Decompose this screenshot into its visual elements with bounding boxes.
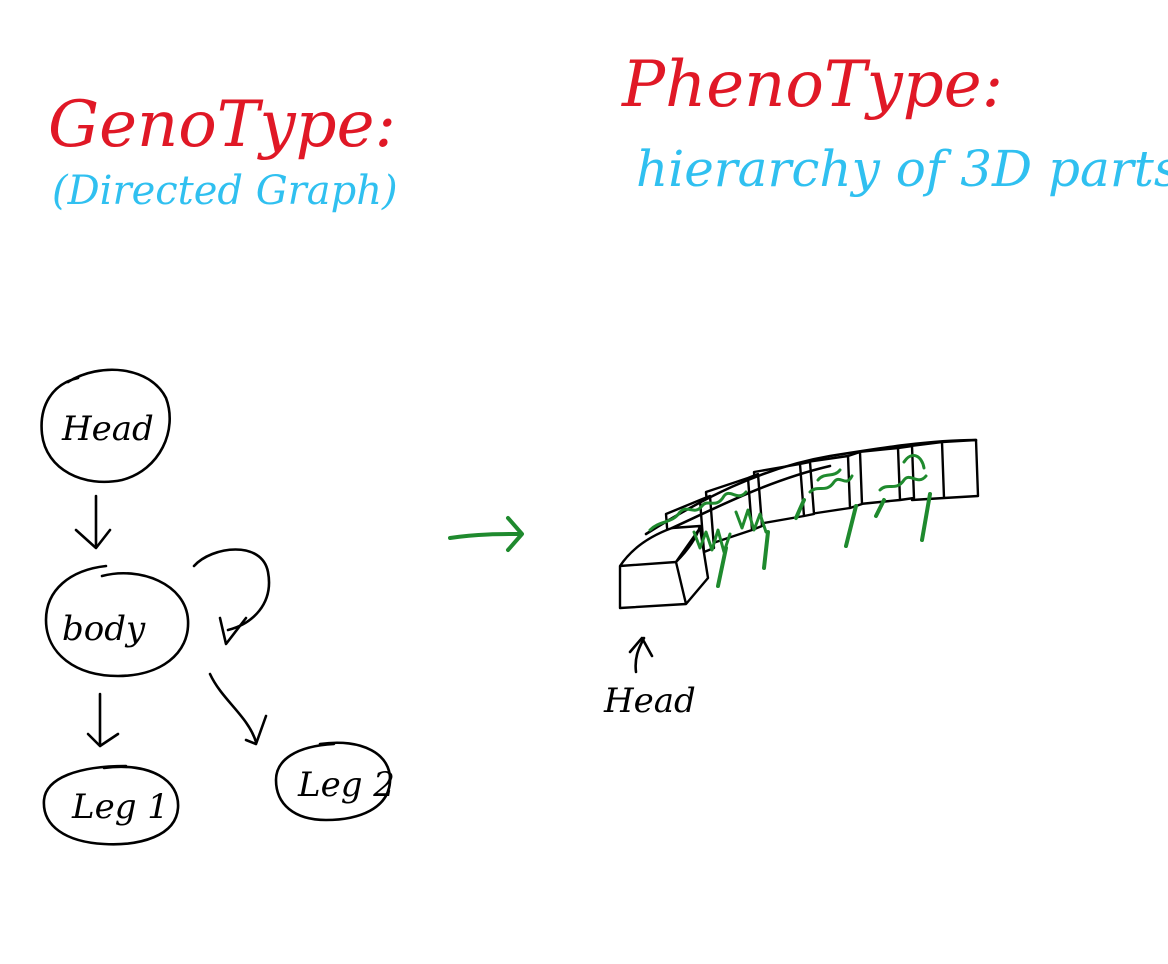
node-body: body — [44, 564, 190, 678]
edge-body-leg1 — [86, 692, 120, 748]
genotype-subtitle: (Directed Graph) — [52, 168, 398, 214]
edge-head-body-arrowhead — [74, 528, 112, 550]
segment-top-ridges — [644, 438, 978, 536]
edge-head-body — [74, 494, 112, 550]
node-body-outline — [44, 564, 190, 678]
self-loop-arrowhead — [218, 616, 248, 646]
leg-5 — [874, 498, 886, 518]
phenotype-subtitle: hierarchy of 3D parts — [636, 140, 1168, 198]
genotype-heading: GenoType: (Directed Graph) — [48, 88, 398, 214]
node-leg1: Leg 1 — [42, 764, 180, 846]
node-body-label: body — [62, 609, 146, 649]
segment-legs — [716, 492, 932, 588]
node-leg2: Leg 2 — [274, 741, 395, 822]
edge-body-leg2-arrowhead — [244, 714, 268, 746]
segment-box-5 — [752, 460, 816, 526]
phenotype-figure: Head — [603, 438, 980, 721]
node-leg2-outline — [274, 741, 392, 822]
node-leg1-outline — [42, 764, 180, 846]
node-head-outline — [40, 368, 171, 484]
node-head: Head — [40, 368, 171, 484]
head-pointer-label: Head — [603, 681, 696, 721]
transform-arrow-head — [506, 516, 524, 552]
node-leg2-label: Leg 2 — [297, 765, 395, 805]
genotype-graph: Head body Leg 1 — [40, 368, 395, 846]
self-loop-curve — [192, 548, 271, 632]
scribble-4 — [808, 468, 854, 494]
transform-arrow-shaft — [448, 532, 522, 540]
edge-body-leg1-arrowhead — [86, 732, 120, 748]
segment-boxes — [618, 438, 980, 610]
edge-body-leg2 — [208, 672, 268, 746]
leg-1 — [716, 546, 728, 588]
scribble-1 — [648, 490, 748, 532]
head-pointer: Head — [603, 636, 696, 721]
phenotype-title: PhenoType: — [621, 48, 1003, 122]
segment-box-head — [618, 524, 710, 610]
genotype-title: GenoType: — [48, 88, 396, 162]
edge-body-self-loop — [192, 548, 271, 646]
leg-6 — [794, 498, 806, 520]
node-head-label: Head — [61, 409, 154, 449]
leg-scribbles — [648, 453, 928, 554]
head-pointer-arrowhead — [628, 636, 654, 658]
edge-body-leg2-line — [208, 672, 258, 744]
leg-2 — [762, 530, 770, 570]
segment-box-8 — [908, 438, 980, 502]
scribble-5 — [878, 453, 928, 492]
node-leg1-label: Leg 1 — [71, 787, 169, 827]
leg-4 — [920, 492, 932, 542]
scribble-2 — [692, 528, 732, 554]
phenotype-heading: PhenoType: hierarchy of 3D parts — [621, 48, 1168, 198]
leg-3 — [844, 504, 858, 548]
transform-arrow — [448, 516, 524, 552]
segment-box-7 — [856, 444, 916, 506]
scribble-3 — [734, 508, 768, 534]
